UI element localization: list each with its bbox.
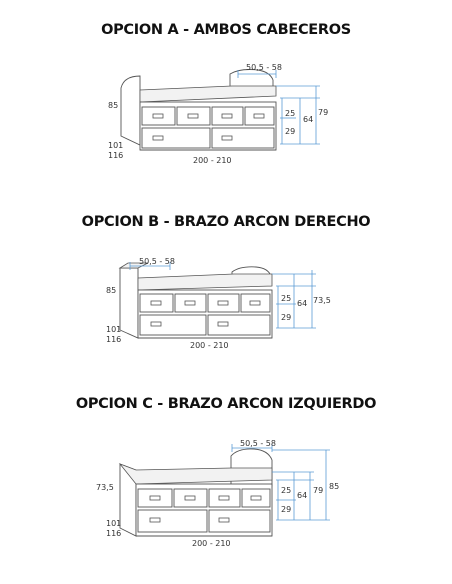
headboard-left — [120, 75, 141, 146]
drawer-lower-1 — [137, 509, 208, 533]
dim-depth-1-label: 101 — [108, 141, 123, 150]
option-a-title: OPCION A - AMBOS CABECEROS — [101, 22, 351, 38]
dim-top-label: 50,5 - 58 — [246, 63, 282, 72]
dim-total-height-label: 73,5 — [313, 296, 331, 305]
drawer-lower-1 — [139, 314, 207, 336]
dim-depth-2-label: 116 — [106, 529, 121, 538]
drawer-handle — [149, 517, 161, 523]
arcon-top — [118, 262, 149, 269]
bed-top — [139, 85, 277, 103]
option-b-drawing: 50,5 - 58 25 29 64 73,5 85 101 116 200 -… — [106, 257, 331, 350]
dim-total-height-1-label: 79 — [313, 486, 323, 495]
option-a-drawing: 50,5 - 58 25 29 64 79 85 101 116 200 - 2… — [108, 63, 328, 165]
drawer-handle — [249, 300, 261, 306]
option-c-title: OPCION C - BRAZO ARCON IZQUIERDO — [75, 396, 377, 412]
dim-depth-1-label: 101 — [106, 325, 121, 334]
drawer-handle — [221, 113, 233, 119]
drawer-handle — [150, 300, 162, 306]
dim-depth-1-label: 101 — [106, 519, 121, 528]
drawer-handle — [250, 495, 262, 501]
dim-depth-2-label: 116 — [108, 151, 123, 160]
dim-left-height-label: 73,5 — [96, 483, 114, 492]
dim-top-label: 50,5 - 58 — [139, 257, 175, 266]
dim-depth-2-label: 116 — [106, 335, 121, 344]
dim-upper-drawer-label: 25 — [281, 294, 291, 303]
dim-mid-height-label: 64 — [297, 299, 307, 308]
drawer-handle — [152, 113, 164, 119]
option-b-title: OPCION B - BRAZO ARCON DERECHO — [81, 214, 371, 230]
drawer-handle — [217, 321, 229, 327]
dim-lower-drawer-label: 29 — [281, 313, 291, 322]
drawer-lower-2 — [207, 314, 271, 336]
dim-top-label: 50,5 - 58 — [240, 439, 276, 448]
drawer-handle — [150, 321, 162, 327]
drawer-handle — [184, 300, 196, 306]
drawer-handle — [152, 135, 164, 141]
option-c-drawing: 50,5 - 58 25 29 64 79 85 73,5 101 116 20… — [96, 439, 339, 548]
dim-mid-height-label: 64 — [297, 491, 307, 500]
drawer-handle — [187, 113, 199, 119]
dim-upper-drawer-label: 25 — [285, 109, 295, 118]
drawer-handle — [253, 113, 265, 119]
dim-width-label: 200 - 210 — [193, 156, 232, 165]
dim-width-label: 200 - 210 — [190, 341, 229, 350]
dim-left-height-label: 85 — [108, 101, 118, 110]
drawer-handle — [218, 517, 230, 523]
drawer-handle — [218, 495, 230, 501]
dim-lower-drawer-label: 29 — [285, 127, 295, 136]
drawer-lower-2 — [211, 127, 275, 149]
arcon-left-side — [119, 267, 139, 339]
bed-top — [137, 273, 273, 291]
drawer-handle — [184, 495, 196, 501]
dim-left-height-label: 85 — [106, 286, 116, 295]
dim-total-height-2-label: 85 — [329, 482, 339, 491]
drawer-lower-2 — [208, 509, 271, 533]
drawer-handle — [221, 135, 233, 141]
dim-total-height-label: 79 — [318, 108, 328, 117]
drawer-handle — [217, 300, 229, 306]
drawer-lower-1 — [141, 127, 211, 149]
dim-mid-height-label: 64 — [303, 115, 313, 124]
dim-upper-drawer-label: 25 — [281, 486, 291, 495]
dim-lower-drawer-label: 29 — [281, 505, 291, 514]
dim-width-label: 200 - 210 — [192, 539, 231, 548]
drawer-handle — [149, 495, 161, 501]
